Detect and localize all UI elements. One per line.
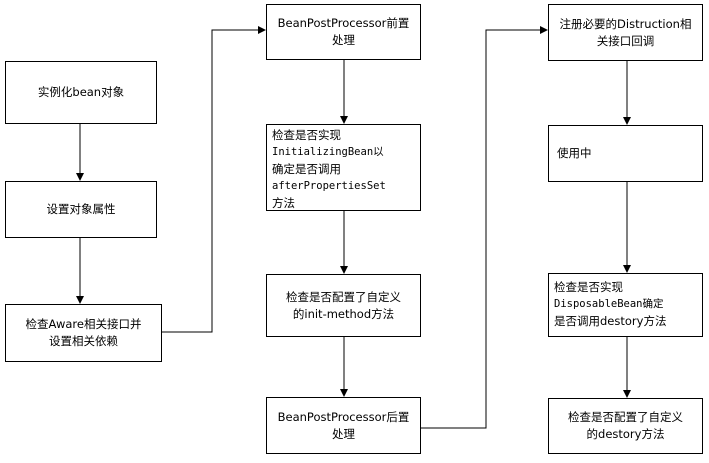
node-text-line: 关接口回调 [596, 33, 655, 48]
node-instantiate-bean-text: 实例化bean对象 [38, 84, 124, 101]
node-text-line: 是否调用destory方法 [554, 314, 667, 328]
node-text-line: 的init-method方法 [292, 306, 395, 321]
node-text-line: 确定是否调用 [272, 162, 341, 176]
node-instantiate-bean: 实例化bean对象 [5, 61, 157, 124]
node-text-line: BeanPostProcessor后置 [277, 409, 410, 424]
node-initializing-bean: 检查是否实现 InitializingBean以 确定是否调用 afterPro… [266, 124, 421, 211]
node-text-line: 检查是否配置了自定义 [286, 289, 401, 304]
node-set-properties: 设置对象属性 [5, 181, 157, 238]
node-in-use: 使用中 [548, 125, 703, 182]
node-text-line: 使用中 [557, 146, 592, 160]
node-bpp-before-text: BeanPostProcessor前置 处理 [278, 15, 410, 49]
node-register-destruction: 注册必要的Distruction相 关接口回调 [548, 4, 703, 61]
node-text-line: 方法 [272, 196, 295, 210]
node-bpp-after-text: BeanPostProcessor后置 处理 [278, 409, 410, 443]
node-init-method-text: 检查是否配置了自定义 的init-method方法 [286, 289, 401, 323]
node-text-line: 检查Aware相关接口并 [25, 317, 142, 331]
node-text-line: 检查是否配置了自定义 [568, 410, 683, 424]
node-text-line: 注册必要的Distruction相 [559, 16, 692, 31]
node-text-line: 检查是否实现 [272, 128, 341, 142]
node-disposable-bean: 检查是否实现 DisposableBean确定 是否调用destory方法 [548, 273, 703, 337]
node-register-destruction-text: 注册必要的Distruction相 关接口回调 [560, 16, 692, 50]
node-text-line: afterPropertiesSet [272, 180, 386, 192]
node-bpp-before: BeanPostProcessor前置 处理 [266, 4, 421, 60]
node-text-line: DisposableBean确定 [554, 298, 664, 310]
node-aware-interfaces-text: 检查Aware相关接口并 设置相关依赖 [26, 316, 142, 350]
node-destroy-method: 检查是否配置了自定义 的destory方法 [548, 398, 703, 454]
node-text-line: 的destory方法 [586, 427, 665, 441]
node-text-line: 处理 [332, 426, 355, 441]
node-text-line: 设置对象属性 [46, 202, 116, 216]
node-text-line: 处理 [332, 33, 355, 47]
node-destroy-method-text: 检查是否配置了自定义 的destory方法 [568, 409, 683, 443]
arrow-aware-to-bpp-before [162, 26, 266, 333]
node-text-line: BeanPostProcessor前置 [277, 16, 410, 30]
node-init-method: 检查是否配置了自定义 的init-method方法 [266, 274, 421, 337]
node-aware-interfaces: 检查Aware相关接口并 设置相关依赖 [5, 304, 162, 362]
node-text-line: 实例化bean对象 [37, 85, 125, 99]
node-set-properties-text: 设置对象属性 [47, 201, 116, 218]
arrow-bpp-after-to-register [421, 26, 548, 429]
node-text-line: 设置相关依赖 [49, 334, 118, 348]
node-text-line: 检查是否实现 [554, 280, 623, 294]
node-bpp-after: BeanPostProcessor后置 处理 [266, 397, 421, 454]
node-text-line: InitializingBean以 [272, 146, 384, 158]
